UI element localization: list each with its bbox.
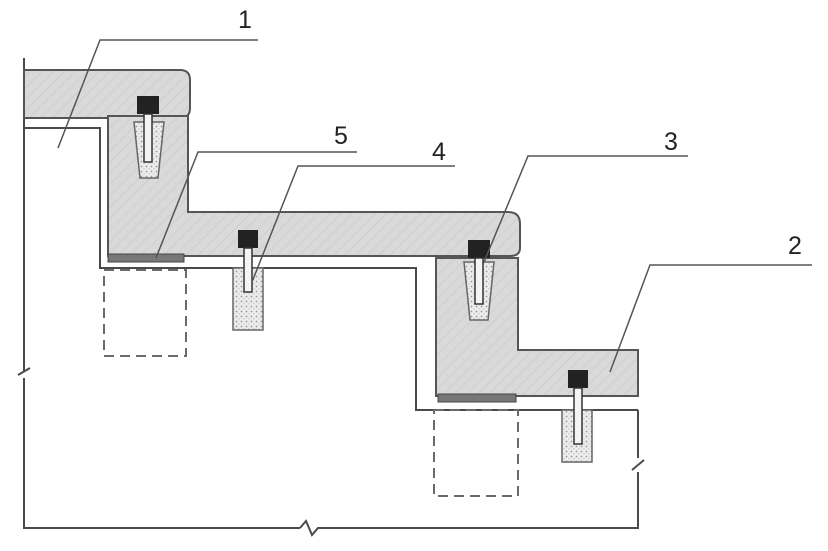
- leader-line-5: [155, 151, 357, 259]
- callout-5: 5: [334, 122, 348, 150]
- leader-line-3: [483, 155, 688, 263]
- support-block-dashed-lower: [433, 409, 519, 497]
- anchor-bolt-4: [568, 370, 588, 445]
- leader-line-4: [251, 165, 455, 283]
- leader-line-2: [609, 264, 812, 373]
- bedding-pad-upper: [107, 253, 185, 263]
- callout-2: 2: [788, 232, 802, 260]
- anchor-bolt-2: [238, 230, 258, 293]
- bedding-pad-lower: [437, 393, 517, 403]
- anchor-bolt-1: [137, 96, 159, 163]
- upper-tread-slab: [23, 69, 191, 119]
- leader-line-1: [57, 39, 258, 149]
- stone-step-1: [107, 115, 521, 257]
- callout-3: 3: [664, 128, 678, 156]
- support-block-dashed-upper: [103, 269, 187, 357]
- anchor-bolt-3: [468, 240, 490, 305]
- callout-4: 4: [432, 138, 446, 166]
- callout-1: 1: [238, 6, 252, 34]
